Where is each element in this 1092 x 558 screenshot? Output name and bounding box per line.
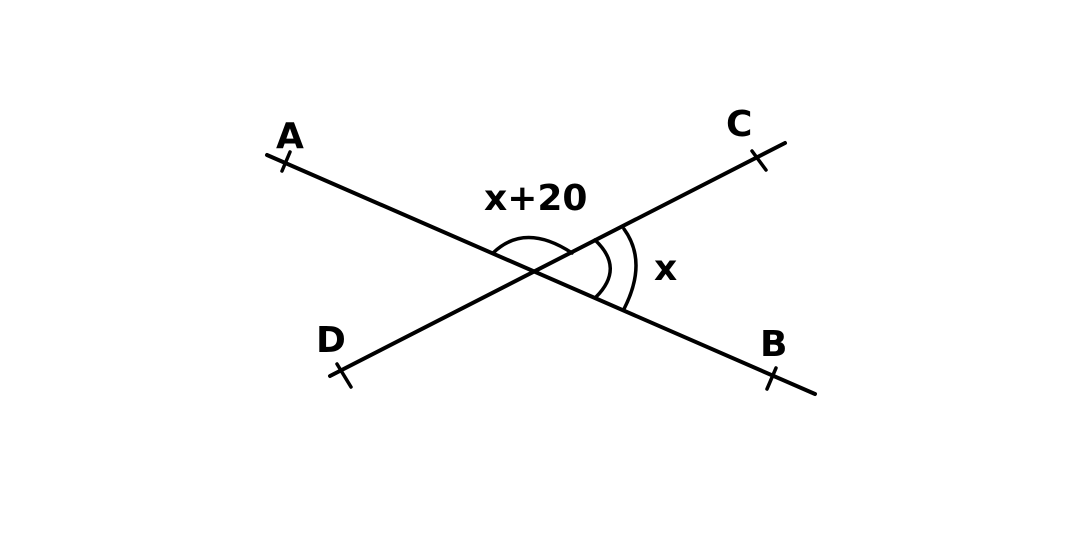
label-point-d: D bbox=[316, 320, 346, 361]
angle-arc-acute-inner bbox=[593, 238, 612, 299]
label-angle-acute: x bbox=[654, 248, 677, 289]
label-point-c: C bbox=[726, 104, 752, 145]
tick-c bbox=[750, 149, 768, 172]
label-point-a: A bbox=[276, 116, 304, 157]
tick-b bbox=[765, 366, 778, 391]
angle-arc-acute-outer bbox=[622, 227, 638, 311]
line-dc bbox=[328, 141, 787, 378]
angle-arc-obtuse bbox=[491, 235, 574, 255]
label-point-b: B bbox=[760, 324, 787, 365]
tick-a bbox=[280, 150, 292, 173]
label-angle-obtuse: x+20 bbox=[484, 178, 587, 219]
tick-d bbox=[335, 362, 353, 389]
line-ab bbox=[265, 153, 817, 396]
